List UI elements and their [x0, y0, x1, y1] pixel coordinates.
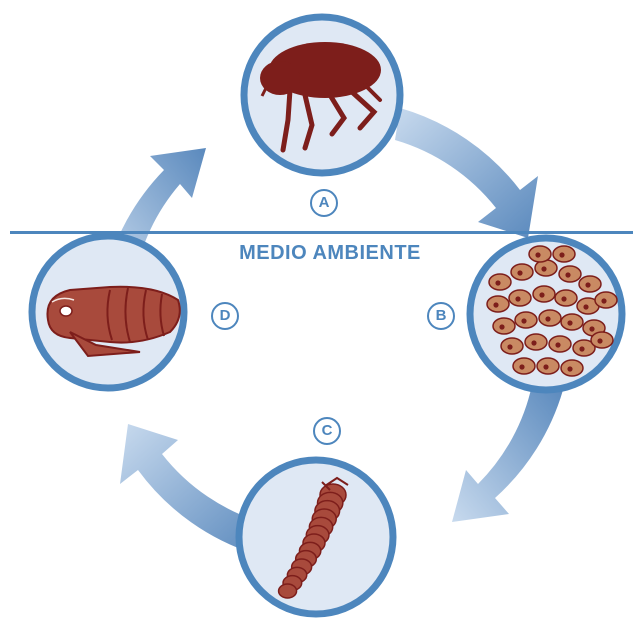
environment-divider-line	[10, 231, 633, 234]
stage-c-circle	[239, 460, 393, 614]
stage-label-a: A	[310, 189, 338, 217]
stage-label-c: C	[313, 417, 341, 445]
arrow-a-to-b	[395, 108, 538, 238]
stage-label-b: B	[427, 302, 455, 330]
stage-label-d: D	[211, 302, 239, 330]
environment-label: MEDIO AMBIENTE	[0, 242, 633, 265]
arrow-b-to-c	[452, 385, 563, 522]
stage-a-circle	[244, 17, 400, 173]
